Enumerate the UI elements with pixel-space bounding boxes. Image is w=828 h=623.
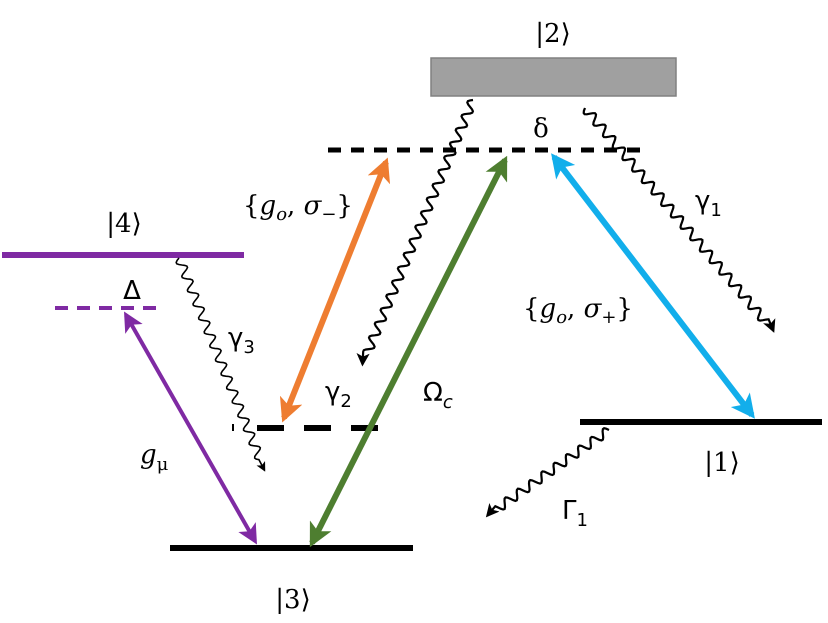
level-2-label: |2⟩ [535, 19, 570, 49]
decay-gamma3-wave [175, 257, 266, 472]
decay-gamma2-wave [356, 98, 475, 367]
sigma-plus-label: {go, σ+} [523, 294, 633, 328]
gamma2-label: γ2 [325, 377, 352, 412]
sigma-plus-arrow [551, 153, 755, 419]
level-4-label: |4⟩ [106, 209, 141, 239]
probe-arrow [124, 311, 257, 545]
decay-Gamma1-wave [485, 427, 610, 518]
probe-label: gμ [140, 440, 169, 475]
level-2-box [430, 57, 677, 97]
delta-large-label: Δ [123, 276, 141, 306]
sigma-minus-label: {go, σ−} [243, 191, 353, 225]
delta-small-label: δ [533, 114, 549, 144]
gamma1-label: γ1 [695, 186, 722, 221]
control-arrow [309, 155, 508, 548]
level-3-label: |3⟩ [275, 585, 310, 615]
gamma3-label: γ3 [228, 323, 255, 358]
Gamma1-label: Γ1 [562, 496, 588, 531]
control-label: Ωc [423, 378, 453, 413]
level-1-label: |1⟩ [704, 448, 739, 478]
decay-gamma1-wave [582, 107, 776, 333]
